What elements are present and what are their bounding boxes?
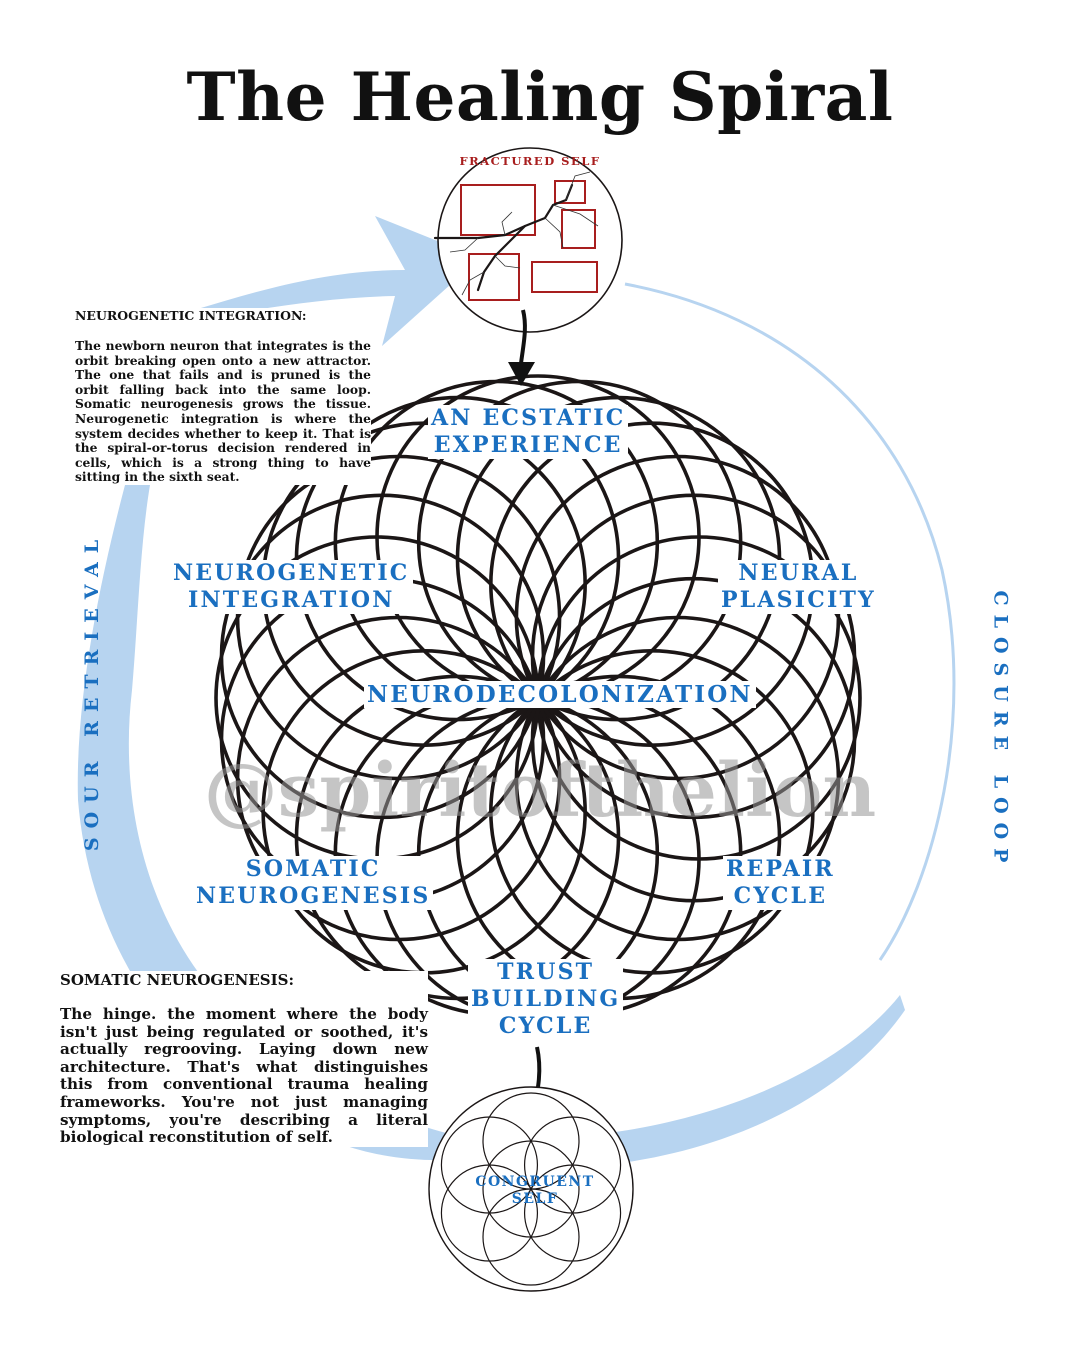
fracture-shard	[531, 261, 598, 293]
node-line: BUILDING	[471, 986, 621, 1012]
description-body: The newborn neuron that integrates is th…	[75, 338, 371, 485]
node-line: NEUROGENETIC	[173, 560, 410, 586]
node-neurogenetic-integration: NEUROGENETIC INTEGRATION	[170, 560, 413, 614]
node-neural-plasicity: NEURAL PLASICITY	[718, 560, 879, 614]
fractured-self-circle	[437, 147, 623, 333]
node-line: CYCLE	[498, 1013, 593, 1039]
fracture-shard	[468, 253, 520, 301]
arrow-down-top	[508, 309, 535, 386]
page-title: The Healing Spiral	[186, 58, 894, 136]
node-trust-building-cycle: TRUST BUILDING CYCLE	[468, 959, 624, 1040]
fracture-shard	[561, 209, 596, 249]
description-somatic-neurogenesis: SOMATIC NEUROGENESIS: The hinge. the mom…	[60, 971, 428, 1147]
node-ecstatic-experience: AN ECSTATIC EXPERIENCE	[428, 405, 629, 459]
node-line: NEUROGENESIS	[196, 883, 431, 909]
crack-branch	[461, 271, 485, 296]
node-line: SOMATIC	[245, 856, 381, 882]
closure-loop-arc	[624, 282, 956, 961]
crack-branch	[449, 237, 479, 253]
node-line: AN ECSTATIC	[431, 405, 626, 431]
node-line: NEURAL	[738, 560, 859, 586]
node-somatic-neurogenesis: SOMATIC NEUROGENESIS	[193, 856, 434, 910]
description-heading: NEUROGENETIC INTEGRATION:	[75, 308, 307, 323]
torus-ring	[514, 454, 841, 781]
node-line: CYCLE	[733, 883, 828, 909]
node-line: REPAIR	[726, 856, 835, 882]
crack-branch	[501, 211, 513, 236]
description-neurogenetic-integration: NEUROGENETIC INTEGRATION: The newborn ne…	[75, 308, 371, 485]
node-line: INTEGRATION	[187, 587, 395, 613]
torus-ring	[455, 395, 782, 722]
node-line: EXPERIENCE	[433, 432, 623, 458]
node-neurodecolonization: NEURODECOLONIZATION	[364, 681, 756, 708]
crack-line	[433, 183, 574, 240]
closure-loop-label: CLOSURE LOOP	[989, 590, 1012, 872]
crack-branch	[544, 217, 564, 249]
description-heading: SOMATIC NEUROGENESIS:	[60, 971, 295, 989]
node-line: PLASICITY	[721, 587, 876, 613]
seed-circle	[523, 1116, 622, 1214]
sour-retrieval-label: SOUR RETRIEVAL	[81, 530, 104, 852]
crack-branch	[565, 171, 591, 201]
congruent-self-node	[428, 1086, 634, 1292]
crack-branch	[494, 255, 521, 269]
seed-circle	[523, 1164, 622, 1262]
torus-ring	[530, 493, 857, 820]
fracture-shard	[554, 180, 586, 204]
crack-branch	[552, 204, 599, 227]
fractured-self-node	[433, 147, 623, 333]
description-body: The hinge. the moment where the body isn…	[60, 1005, 428, 1147]
node-line: TRUST	[497, 959, 595, 985]
node-repair-cycle: REPAIR CYCLE	[723, 856, 838, 910]
fractured-self-label: FRACTURED SELF	[459, 154, 601, 168]
congruent-self-label: CONGRUENT SELF	[475, 1174, 595, 1207]
bottom-retrieval-arc	[600, 995, 905, 1165]
